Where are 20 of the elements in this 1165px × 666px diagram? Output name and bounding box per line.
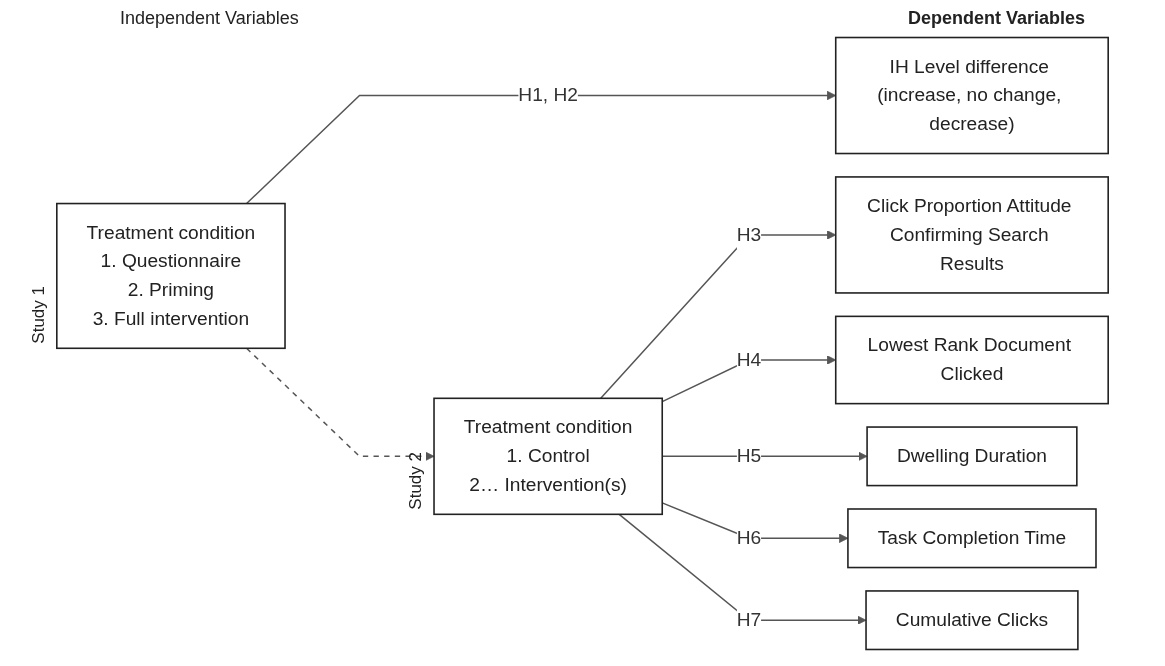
study-label: Study 1	[28, 286, 49, 344]
node-box: Lowest Rank Document Clicked	[834, 315, 1109, 405]
edge-label: H6	[736, 527, 762, 549]
node-box: Cumulative Clicks	[865, 590, 1079, 651]
node-box: Task Completion Time	[847, 508, 1097, 569]
edge-label: H4	[736, 348, 762, 371]
edge-label: H5	[736, 445, 762, 467]
node-box: IH Level difference (increase, no change, decrease)	[834, 36, 1109, 155]
node-box: Dwelling Duration	[866, 426, 1078, 487]
column-heading: Dependent Variables	[907, 8, 1085, 29]
node-box: Click Proportion Attitude Confirming Search Results	[834, 176, 1109, 294]
study-label: Study 2	[406, 452, 426, 510]
node-box: Treatment condition 1. Questionnaire 2. Priming 3. Full intervention	[56, 202, 286, 350]
arrow	[245, 347, 435, 461]
arrow	[618, 513, 867, 625]
edge-label: H1, H2	[518, 84, 578, 106]
edge-label: H7	[736, 609, 762, 631]
column-heading: Independent Variables	[120, 8, 299, 29]
edge-label: H3	[736, 223, 762, 246]
node-box: Treatment condition 1. Control 2… Intervention(s)	[433, 397, 664, 516]
